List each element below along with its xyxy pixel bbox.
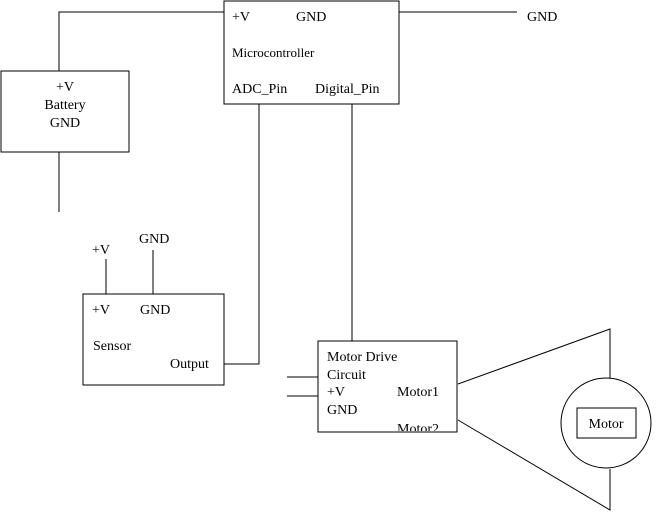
battery-box bbox=[0, 70, 130, 153]
motor-block: Motor bbox=[560, 377, 652, 469]
motor2-to-motor-wire bbox=[457, 419, 611, 511]
motor-drive-title-line1: Motor Drive bbox=[327, 350, 397, 365]
adc-to-sensor-output-wire bbox=[224, 104, 260, 365]
motor-drive-box bbox=[317, 340, 458, 433]
microcontroller-gnd-label: GND bbox=[296, 10, 326, 25]
sensor-external-plus-v-label: +V bbox=[92, 243, 110, 258]
motor-drive-plus-v-label: +V bbox=[327, 385, 345, 400]
sensor-block: +V GND Sensor Output bbox=[82, 293, 225, 386]
battery-to-mcu-wire bbox=[58, 11, 224, 71]
motor-label: Motor bbox=[589, 417, 624, 432]
motor-drive-motor1-label: Motor1 bbox=[397, 385, 439, 400]
sensor-title: Sensor bbox=[93, 339, 131, 354]
sensor-box bbox=[82, 293, 225, 386]
motor1-to-motor-wire bbox=[457, 328, 611, 385]
battery-gnd-label: GND bbox=[50, 116, 80, 131]
microcontroller-block: +V GND Microcontroller ADC_Pin Digital_P… bbox=[223, 0, 400, 105]
ground-label: GND bbox=[527, 10, 557, 25]
motor-label-box bbox=[576, 407, 637, 439]
microcontroller-adc-pin-label: ADC_Pin bbox=[232, 82, 287, 97]
sensor-plus-v-label: +V bbox=[92, 303, 110, 318]
microcontroller-box bbox=[223, 0, 400, 105]
sensor-output-label: Output bbox=[170, 357, 209, 372]
battery-plus-v-label: +V bbox=[56, 80, 74, 95]
motor-drive-gnd-label: GND bbox=[327, 403, 357, 418]
motor-drive-title-line2: Circuit bbox=[327, 368, 366, 383]
battery-block: +V Battery GND bbox=[0, 70, 130, 153]
battery-title: Battery bbox=[44, 98, 85, 113]
sensor-external-gnd-label: GND bbox=[139, 232, 169, 247]
microcontroller-plus-v-label: +V bbox=[232, 10, 250, 25]
microcontroller-digital-pin-label: Digital_Pin bbox=[315, 82, 380, 97]
motor-drive-motor2-label: Motor2 bbox=[397, 422, 439, 437]
motor-drive-block: Motor Drive Circuit +V Motor1 GND Motor2 bbox=[317, 340, 458, 437]
sensor-gnd-label: GND bbox=[140, 303, 170, 318]
microcontroller-title: Microcontroller bbox=[232, 45, 315, 60]
